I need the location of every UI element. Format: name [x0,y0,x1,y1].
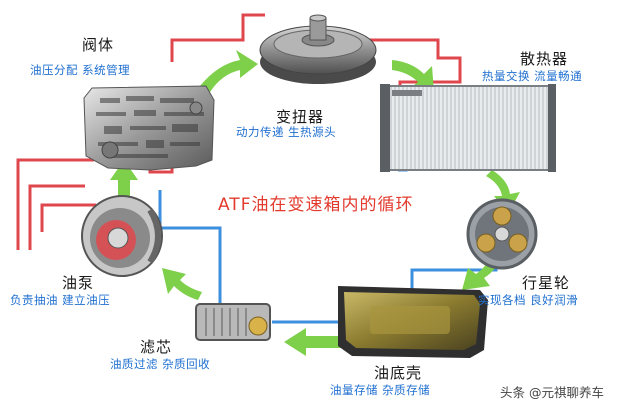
valve-body-illustration [84,86,214,170]
filter-desc: 油质过滤 杂质回收 [110,356,210,372]
torque-converter-desc: 动力传递 生热源头 [236,124,336,140]
filter-name: 滤芯 [140,336,172,357]
radiator-name: 散热器 [520,48,568,69]
valve-body-name: 阀体 [82,34,114,55]
oil-pump-name: 油泵 [62,272,94,293]
radiator-illustration [380,84,556,172]
torque-converter-illustration [260,15,376,84]
hot-line-top [172,15,265,62]
flow-arrow-valve-to-torque [200,50,258,92]
oil-pan-illustration [338,286,488,358]
oil-pan-name: 油底壳 [374,362,422,383]
planetary-gear-desc: 实现各档 良好润滑 [478,292,578,308]
radiator-desc: 热量交换 流量畅通 [482,68,582,84]
hot-line-left-inner [30,186,85,250]
diagram-title: ATF油在变速箱内的循环 [218,190,413,215]
planetary-gear-name: 行星轮 [522,272,570,293]
oil-pump-illustration [82,196,162,276]
watermark: 头条 @元祺聊养车 [500,382,604,401]
planetary-gear-illustration [468,200,536,268]
filter-illustration [196,304,270,340]
oil-pump-desc: 负责抽油 建立油压 [10,292,110,308]
oil-pan-desc: 油量存储 杂质存储 [330,382,430,398]
flow-arrow-filter-to-pump [162,268,202,300]
valve-body-desc: 油压分配 系统管理 [30,62,130,78]
